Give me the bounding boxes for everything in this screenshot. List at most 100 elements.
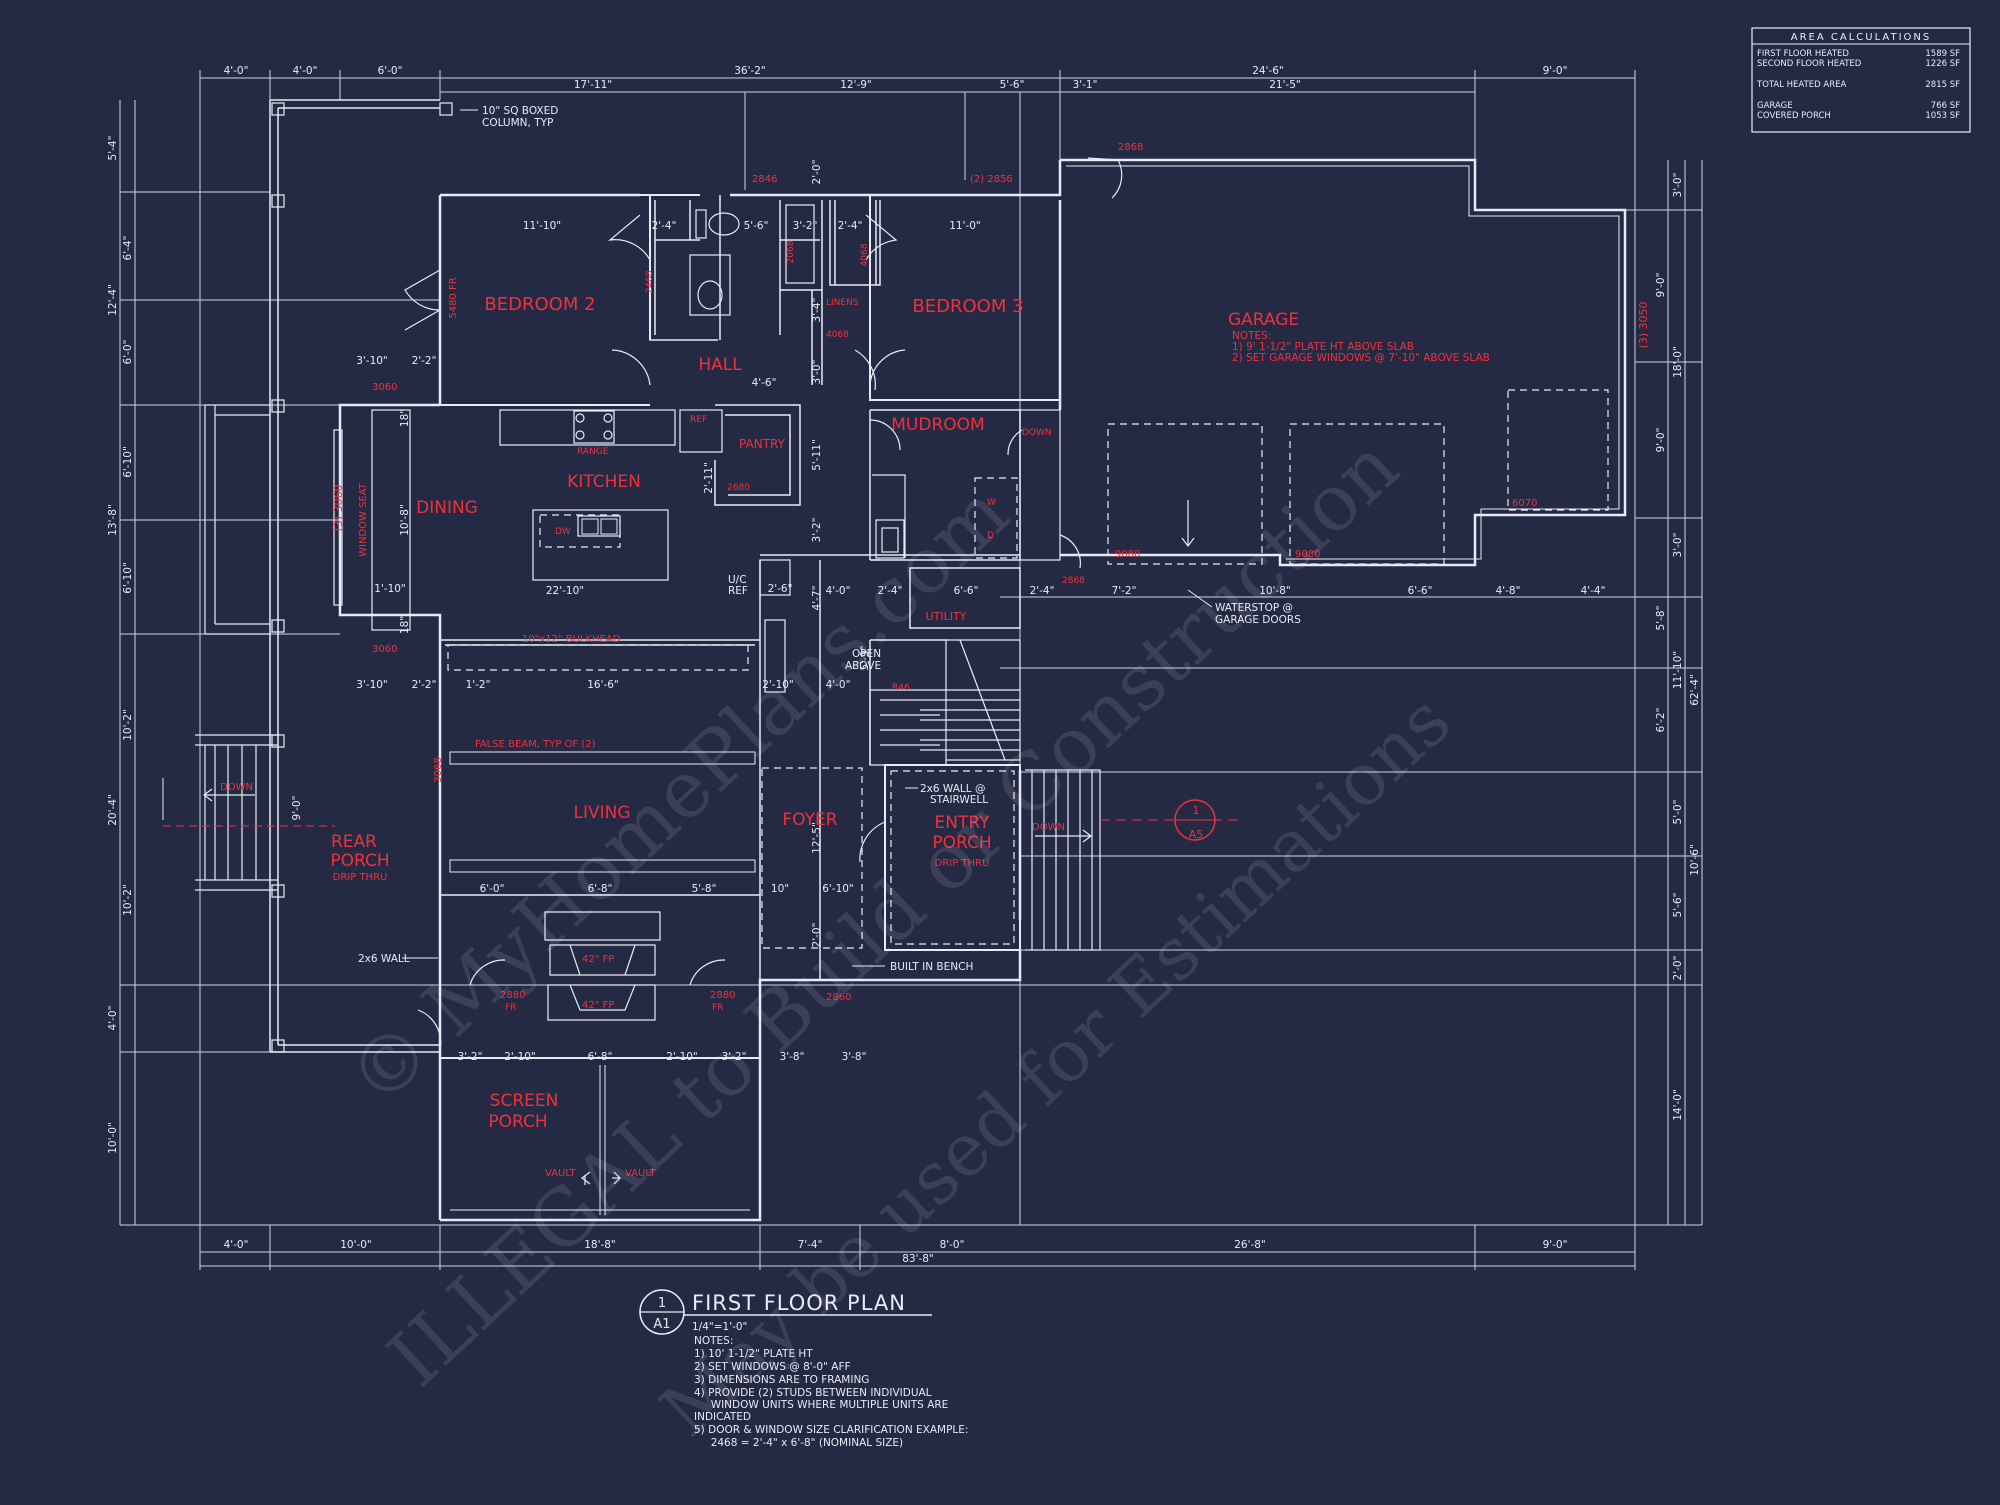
area-row-label: SECOND FLOOR HEATED [1757, 59, 1862, 69]
direction-arrows [203, 500, 1195, 1185]
dim-interior: 10'-8" [1259, 585, 1291, 597]
dim-interior: 4'-0" [826, 585, 851, 597]
dim-left: 12'-4" [107, 284, 119, 316]
room-garage: GARAGE [1228, 310, 1299, 330]
opening-labels: 2846 (2) 2856 2868 3060 3060 RANGE DW RE… [220, 142, 1650, 1179]
title-note: 5) DOOR & WINDOW SIZE CLARIFICATION EXAM… [694, 1424, 968, 1436]
walls [162, 99, 1627, 1222]
vault-label: VAULT [545, 1168, 577, 1179]
label-fr: FR [505, 1003, 516, 1013]
label-dryer: D [987, 531, 994, 541]
dim-interior: 2'-4" [878, 585, 903, 597]
dim-bottom: 9'-0" [1543, 1239, 1568, 1251]
interior-dimensions: 11'-10" 11'-0" 2'-4" 5'-6" 3'-2" 2'-4" 4… [291, 160, 1605, 1063]
dimension-lines [119, 70, 1703, 1270]
room-mudroom: MUDROOM [891, 415, 984, 435]
note-built-in-bench: BUILT IN BENCH [890, 961, 973, 973]
dim-interior: 3'-8" [842, 1051, 867, 1063]
dim-right: 18'-0" [1672, 346, 1684, 378]
dim-interior: 2'-4" [652, 220, 677, 232]
dim-interior: 4'-4" [1581, 585, 1606, 597]
title-note: 2468 = 2'-4" x 6'-8" (NOMINAL SIZE) [694, 1437, 903, 1449]
dim-interior: 2'-10" [762, 679, 794, 691]
room-foyer: FOYER [782, 810, 837, 830]
opening-tag: 9080 [1115, 549, 1140, 560]
dim-right: 3'-0" [1672, 173, 1684, 198]
room-screen-porch: PORCH [488, 1112, 547, 1132]
dim-interior: 6'-10" [822, 883, 854, 895]
opening-tag: 4068 [826, 330, 849, 340]
room-utility: UTILITY [926, 610, 967, 623]
dim-left: 10'-2" [122, 709, 134, 741]
note-stairwell: 2x6 WALL @ [920, 783, 985, 795]
dim-interior: 3'-0" [811, 360, 823, 385]
exterior-dimensions: 4'-0" 4'-0" 6'-0" 36'-2" 24'-6" 9'-0" 17… [107, 65, 1701, 1265]
dim-top2: 5'-6" [1000, 79, 1025, 91]
note-uc-ref: U/C [728, 574, 747, 586]
dim-interior: 6'-6" [954, 585, 979, 597]
area-calculations-table: AREA CALCULATIONS FIRST FLOOR HEATED 158… [1751, 27, 1971, 133]
dim-bottom: 4'-0" [224, 1239, 249, 1251]
dim-interior: 11'-0" [949, 220, 981, 232]
dim-right: 5'-0" [1672, 800, 1684, 825]
stair-down-label: DOWN [220, 782, 253, 793]
dim-interior: 3'-8" [780, 1051, 805, 1063]
title-detail-num: 1 [658, 1296, 666, 1311]
dim-top2: 21'-5" [1269, 79, 1301, 91]
dim-left: 6'-4" [122, 236, 134, 261]
dim-top2: 17'-11" [574, 79, 612, 91]
area-row-label: COVERED PORCH [1757, 111, 1831, 121]
dim-interior: 18" [399, 409, 411, 427]
note-bulkhead: 10"x12" BULKHEAD [522, 634, 621, 645]
area-row-label: TOTAL HEATED AREA [1756, 80, 1846, 90]
dim-right: 5'-6" [1672, 893, 1684, 918]
entry-porch-note: DRIP THRU [935, 858, 990, 869]
room-rear-porch: REAR [331, 832, 377, 852]
dim-interior: 5'-6" [744, 220, 769, 232]
area-row-label: GARAGE [1757, 101, 1793, 111]
note-waterstop: GARAGE DOORS [1215, 614, 1301, 626]
stair-down-label: DOWN [1032, 822, 1065, 833]
opening-tag: 2068 [786, 240, 796, 263]
dim-left: 5'-4" [107, 136, 119, 161]
opening-tag: 9080 [1295, 549, 1320, 560]
dim-interior: 3'-2" [793, 220, 818, 232]
label-dw: DW [555, 527, 571, 537]
garage-note: 2) SET GARAGE WINDOWS @ 7'-10" ABOVE SLA… [1232, 352, 1490, 364]
dim-interior: 2'-4" [1030, 585, 1055, 597]
room-labels: BEDROOM 2 BEDROOM 3 HALL GARAGE NOTES: 1… [330, 294, 1489, 1132]
dim-interior: 16'-6" [587, 679, 619, 691]
section-marker-sheet: A5 [1189, 828, 1204, 841]
opening-tag: (3) 3060 [332, 484, 345, 531]
dim-bottom: 8'-0" [940, 1239, 965, 1251]
opening-tag: 2860 [826, 992, 851, 1003]
dim-top: 9'-0" [1543, 65, 1568, 77]
dim-interior: 7'-2" [1112, 585, 1137, 597]
title-notes: NOTES: 1) 10' 1-1/2" PLATE HT 2) SET WIN… [694, 1335, 968, 1449]
dim-right: 11'-10" [1672, 651, 1684, 689]
dim-right: 3'-0" [1672, 533, 1684, 558]
opening-tag: 2680 [727, 483, 750, 493]
dim-interior: 3'-2" [811, 518, 823, 543]
opening-tag: 2468 [645, 270, 655, 293]
dim-top: 6'-0" [378, 65, 403, 77]
dim-top: 24'-6" [1252, 65, 1284, 77]
dim-interior: 10" [771, 883, 789, 895]
dim-left: 4'-0" [107, 1006, 119, 1031]
title-note: 4) PROVIDE (2) STUDS BETWEEN INDIVIDUAL [694, 1387, 932, 1399]
dim-right: 6'-2" [1655, 708, 1667, 733]
dim-interior: 22'-10" [546, 585, 584, 597]
dim-left: 10'-0" [107, 1122, 119, 1154]
note-uc-ref: REF [728, 585, 748, 597]
dim-left: 6'-0" [122, 340, 134, 365]
dim-interior: 1'-2" [466, 679, 491, 691]
label-fr: FR [712, 1003, 723, 1013]
note-boxed-column: 10" SQ BOXED [482, 105, 558, 117]
dim-top2: 12'-9" [840, 79, 872, 91]
area-row-label: FIRST FLOOR HEATED [1757, 49, 1849, 59]
dim-top2: 3'-1" [1073, 79, 1098, 91]
room-entry-porch: ENTRY [935, 813, 991, 833]
vault-label: VAULT [625, 1168, 657, 1179]
